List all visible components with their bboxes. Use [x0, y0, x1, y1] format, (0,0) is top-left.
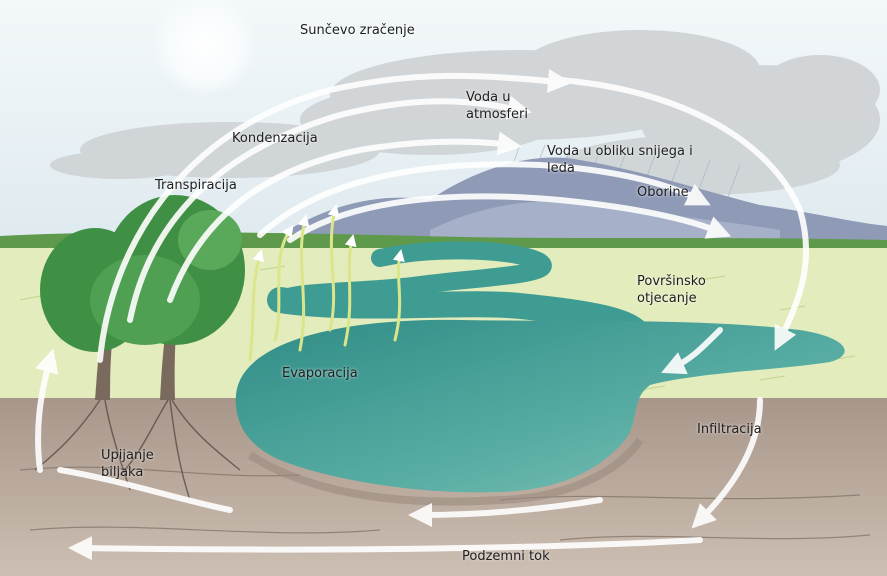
label-voda-u-atmosferi-line1: Voda u	[466, 89, 510, 106]
label-kondenzacija: Kondenzacija	[232, 130, 318, 147]
label-podzemni-tok: Podzemni tok	[462, 548, 550, 565]
label-povrsinsko-line1: Površinsko	[637, 273, 706, 290]
label-upijanje-line1: Upijanje	[101, 447, 154, 464]
label-oborine: Oborine	[637, 184, 689, 201]
label-voda-u-atmosferi-line2: atmosferi	[466, 106, 528, 123]
label-infiltracija: Infiltracija	[697, 421, 762, 438]
label-evaporacija: Evaporacija	[282, 365, 358, 382]
label-voda-snijeg-led-line2: leda	[547, 160, 575, 177]
label-povrsinsko-line2: otjecanje	[637, 290, 697, 307]
label-suncevo-zracenje: Sunčevo zračenje	[300, 22, 415, 39]
label-voda-snijeg-led-line1: Voda u obliku snijega i	[547, 143, 693, 160]
label-upijanje-line2: biljaka	[101, 464, 143, 481]
label-transpiracija: Transpiracija	[155, 177, 237, 194]
